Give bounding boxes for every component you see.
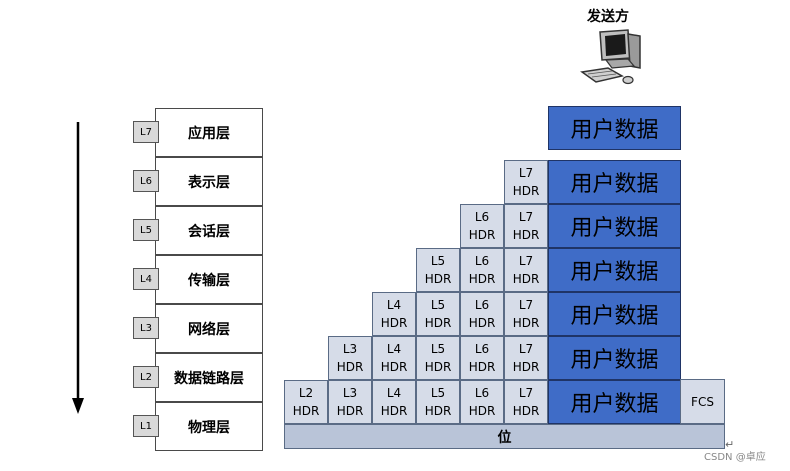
- layer-badge: L1: [133, 415, 159, 437]
- header-layer-label: L4: [386, 342, 402, 356]
- l7-header-cell: L7 HDR: [504, 248, 548, 292]
- user-data-cell: 用户数据: [548, 106, 681, 150]
- layer-row: [155, 255, 263, 304]
- header-layer-label: L6: [474, 342, 490, 356]
- layer-name: 应用层: [188, 125, 230, 142]
- header-tag-label: HDR: [424, 404, 452, 418]
- header-tag-label: HDR: [424, 360, 452, 374]
- l6-header-cell: L6 HDR: [460, 380, 504, 424]
- header-layer-label: L4: [386, 386, 402, 400]
- header-layer-label: L3: [342, 342, 358, 356]
- header-tag-label: HDR: [512, 316, 540, 330]
- header-tag-label: HDR: [512, 360, 540, 374]
- header-tag-label: HDR: [468, 272, 496, 286]
- l5-header-cell: L5 HDR: [416, 380, 460, 424]
- header-tag-label: HDR: [512, 228, 540, 242]
- layer-badge: L3: [133, 317, 159, 339]
- header-layer-label: L5: [430, 342, 446, 356]
- header-tag-label: HDR: [512, 272, 540, 286]
- layer-name: 物理层: [188, 419, 230, 436]
- layer-row: [155, 206, 263, 255]
- header-layer-label: L6: [474, 254, 490, 268]
- header-tag-label: HDR: [512, 184, 540, 198]
- down-arrow-icon: [70, 122, 86, 416]
- header-tag-label: HDR: [336, 404, 364, 418]
- header-tag-label: HDR: [468, 360, 496, 374]
- l7-header-cell: L7 HDR: [504, 204, 548, 248]
- header-layer-label: L4: [386, 298, 402, 312]
- layer-row: [155, 402, 263, 451]
- header-layer-label: L7: [518, 210, 534, 224]
- header-layer-label: L7: [518, 166, 534, 180]
- l7-header-cell: L7 HDR: [504, 160, 548, 204]
- l3-header-cell: L3 HDR: [328, 380, 372, 424]
- layer-badge: L6: [133, 170, 159, 192]
- user-data-cell: 用户数据: [548, 204, 681, 248]
- watermark: CSDN @卓应: [704, 452, 766, 463]
- header-tag-label: HDR: [468, 228, 496, 242]
- l2-header-cell: L2 HDR: [284, 380, 328, 424]
- l5-header-cell: L5 HDR: [416, 336, 460, 380]
- header-layer-label: L2: [298, 386, 314, 400]
- layer-row: [155, 353, 263, 402]
- computer-icon: [578, 28, 648, 88]
- layer-name: 网络层: [188, 321, 230, 338]
- layer-badge: L5: [133, 219, 159, 241]
- header-tag-label: HDR: [336, 360, 364, 374]
- fcs-trailer-cell: FCS: [680, 379, 725, 424]
- user-data-cell: 用户数据: [548, 248, 681, 292]
- user-data-cell: 用户数据: [548, 380, 681, 424]
- l4-header-cell: L4 HDR: [372, 380, 416, 424]
- layer-badge: L2: [133, 366, 159, 388]
- header-tag-label: HDR: [468, 404, 496, 418]
- header-tag-label: HDR: [468, 316, 496, 330]
- l7-header-cell: L7 HDR: [504, 380, 548, 424]
- header-layer-label: L5: [430, 254, 446, 268]
- header-tag-label: HDR: [380, 316, 408, 330]
- layer-name: 数据链路层: [174, 370, 244, 387]
- return-mark: ↵: [725, 438, 735, 451]
- header-layer-label: L7: [518, 386, 534, 400]
- header-layer-label: L7: [518, 298, 534, 312]
- l6-header-cell: L6 HDR: [460, 204, 504, 248]
- bits-bar: 位: [284, 424, 725, 449]
- l7-header-cell: L7 HDR: [504, 336, 548, 380]
- sender-label: 发送方: [587, 9, 629, 25]
- header-tag-label: HDR: [292, 404, 320, 418]
- header-layer-label: L6: [474, 298, 490, 312]
- header-layer-label: L6: [474, 386, 490, 400]
- l4-header-cell: L4 HDR: [372, 336, 416, 380]
- header-layer-label: L6: [474, 210, 490, 224]
- l3-header-cell: L3 HDR: [328, 336, 372, 380]
- layer-badge: L4: [133, 268, 159, 290]
- header-layer-label: L7: [518, 342, 534, 356]
- l6-header-cell: L6 HDR: [460, 292, 504, 336]
- header-tag-label: HDR: [512, 404, 540, 418]
- layer-badge: L7: [133, 121, 159, 143]
- user-data-cell: 用户数据: [548, 160, 681, 204]
- user-data-cell: 用户数据: [548, 336, 681, 380]
- layer-name: 传输层: [188, 272, 230, 289]
- l7-header-cell: L7 HDR: [504, 292, 548, 336]
- header-tag-label: HDR: [424, 316, 452, 330]
- user-data-cell: 用户数据: [548, 292, 681, 336]
- header-tag-label: HDR: [424, 272, 452, 286]
- header-layer-label: L5: [430, 386, 446, 400]
- header-layer-label: L3: [342, 386, 358, 400]
- l6-header-cell: L6 HDR: [460, 248, 504, 292]
- l5-header-cell: L5 HDR: [416, 248, 460, 292]
- layer-name: 表示层: [188, 174, 230, 191]
- header-tag-label: HDR: [380, 404, 408, 418]
- l4-header-cell: L4 HDR: [372, 292, 416, 336]
- layer-name: 会话层: [188, 223, 230, 240]
- l5-header-cell: L5 HDR: [416, 292, 460, 336]
- l6-header-cell: L6 HDR: [460, 336, 504, 380]
- header-layer-label: L5: [430, 298, 446, 312]
- layer-row: [155, 304, 263, 353]
- header-layer-label: L7: [518, 254, 534, 268]
- header-tag-label: HDR: [380, 360, 408, 374]
